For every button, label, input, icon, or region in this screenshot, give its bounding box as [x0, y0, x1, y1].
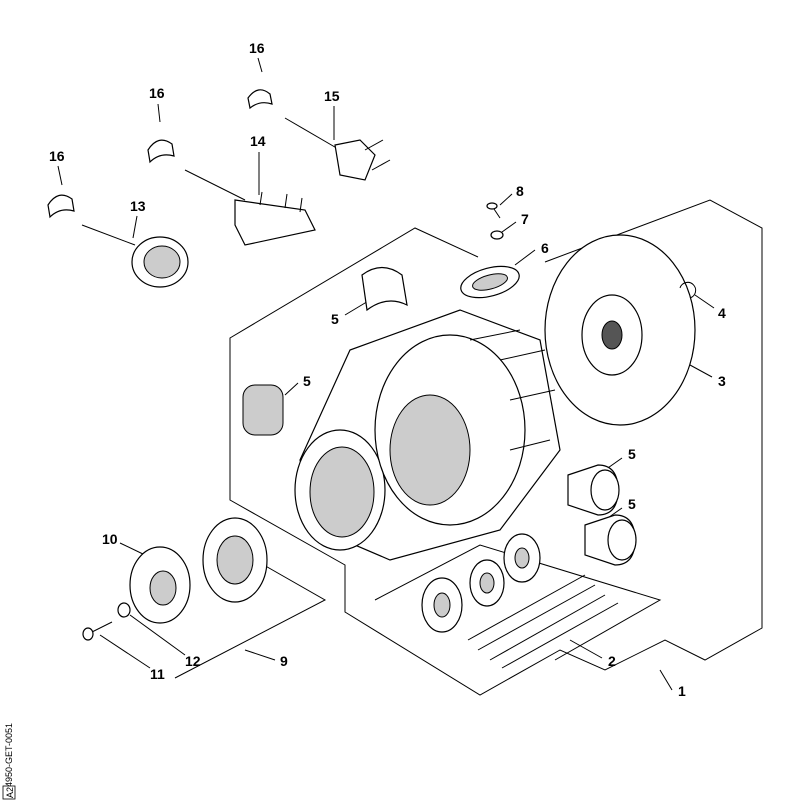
drawing-code: 4950-GET-0051	[4, 723, 14, 787]
screw-8	[486, 202, 501, 219]
screw-11	[82, 621, 113, 641]
callout-8: 8	[516, 183, 524, 199]
washer-7	[490, 230, 504, 240]
callout-14: 14	[250, 133, 266, 149]
callout-5: 5	[628, 496, 636, 512]
callout-13: 13	[130, 198, 146, 214]
callout-16: 16	[49, 148, 65, 164]
callout-5: 5	[331, 311, 339, 327]
callout-16: 16	[249, 40, 265, 56]
callout-16: 16	[149, 85, 165, 101]
callouts: 16 16 16 15 14 13 8 7 6 5 5 5 5 4 3 10 1…	[49, 40, 726, 699]
callout-5: 5	[628, 446, 636, 462]
plug-15	[284, 117, 391, 181]
leader-lines	[57, 57, 715, 691]
gasket-6	[460, 265, 520, 299]
callout-9: 9	[280, 653, 288, 669]
strain-relief-16	[47, 89, 273, 219]
callout-3: 3	[718, 373, 726, 389]
callout-7: 7	[521, 211, 529, 227]
callout-12: 12	[185, 653, 201, 669]
damper-5	[242, 266, 637, 566]
washer-12	[117, 602, 131, 618]
callout-15: 15	[324, 88, 340, 104]
callout-6: 6	[541, 240, 549, 256]
callout-5: 5	[303, 373, 311, 389]
motor-1	[294, 309, 561, 561]
callout-4: 4	[718, 305, 726, 321]
group-1-outline	[229, 199, 763, 696]
fan-3	[544, 234, 696, 426]
circlip-4	[679, 281, 697, 299]
plug-14	[184, 169, 316, 246]
callout-1: 1	[678, 683, 686, 699]
bearings-bolts-2	[421, 533, 619, 669]
group-2-outline	[374, 544, 662, 661]
sheet-label: A2	[5, 787, 15, 798]
callout-2: 2	[608, 653, 616, 669]
sheet-box	[2, 785, 16, 800]
callout-10: 10	[102, 531, 118, 547]
cover-9	[202, 517, 268, 603]
callout-11: 11	[150, 666, 165, 682]
plug-13	[81, 224, 189, 288]
seal-10	[129, 546, 191, 624]
group-9-outline	[174, 559, 327, 679]
